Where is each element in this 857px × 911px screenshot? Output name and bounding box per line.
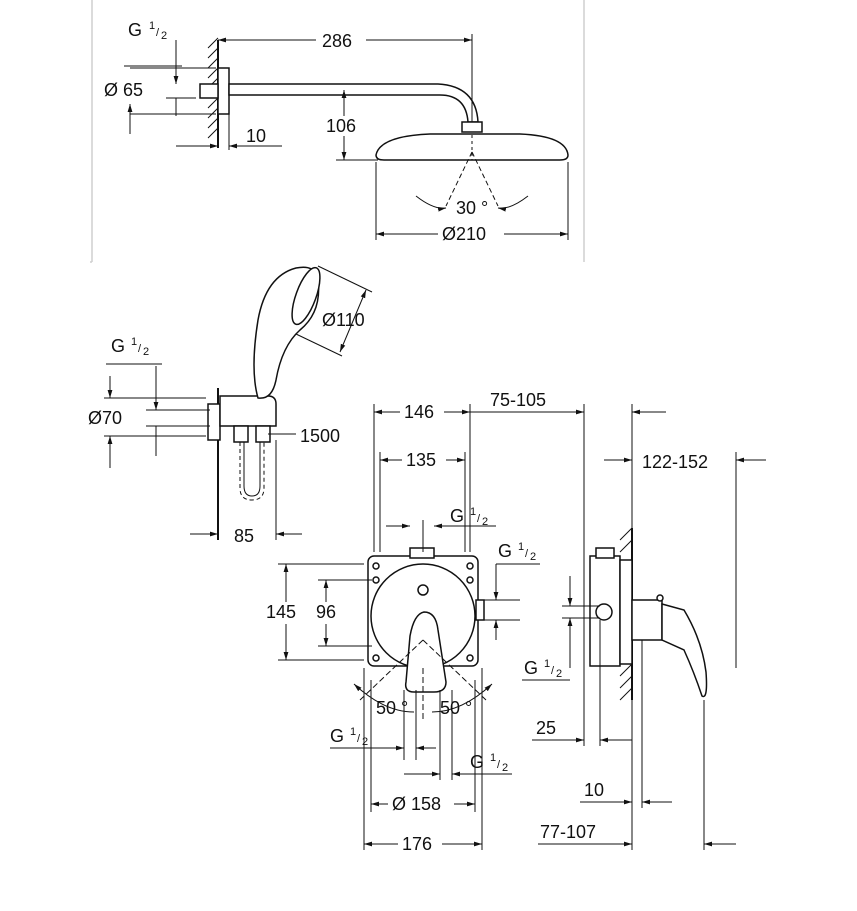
hand-shower-view: Ø110 G 1 / 2 Ø70 1500 85 [88,265,373,546]
dim-body-depth: 25 [536,718,556,738]
svg-text:/: / [156,27,160,39]
svg-text:1: 1 [544,658,550,670]
svg-text:2: 2 [556,668,562,680]
svg-text:/: / [138,343,142,355]
shower-arm-rosette [217,67,230,115]
dim-install-depth: 75-105 [490,390,546,410]
dim-box-width: 146 [404,402,434,422]
dim-total-depth: 77-107 [540,822,596,842]
dim-arm-drop: 106 [326,116,356,136]
dim-inlet-left: G [330,726,344,746]
dim-rosette-diameter: Ø 65 [104,80,143,100]
dim-angle-left: 50 ° [376,698,408,718]
svg-text:2: 2 [143,346,149,358]
dim-box-height: 145 [266,602,296,622]
dim-hand-shower-diameter: Ø110 [322,310,365,330]
svg-text:/: / [357,733,361,745]
dim-projection: 85 [234,526,254,546]
dim-spray-angle: 30 ° [456,198,488,218]
overhead-shower-view: 286 G 1 / 2 Ø 65 10 106 30 ° [90,0,585,263]
mixer-side-lever [661,603,708,698]
dim-inner-height: 96 [316,602,336,622]
dim-outlet-top: G [450,506,464,526]
dim-head-diameter: Ø210 [442,224,486,244]
svg-text:1: 1 [490,752,496,764]
dim-outlet-side: G [498,541,512,561]
svg-text:2: 2 [502,762,508,774]
svg-text:1: 1 [518,541,524,553]
mixer-side-view: 75-105 122-152 G 1 / 2 25 10 77-107 [470,390,766,850]
svg-text:2: 2 [530,551,536,563]
svg-text:1: 1 [350,726,356,738]
svg-text:1: 1 [131,336,137,348]
dim-angle-right: 50 ° [440,698,472,718]
dim-lever-projection: 122-152 [642,452,708,472]
dim-inner-width: 135 [406,450,436,470]
mixer-lever [404,611,447,693]
dim-plate-thickness: 10 [584,780,604,800]
dim-inlet-right: G [470,752,484,772]
svg-text:2: 2 [482,516,488,528]
svg-text:2: 2 [161,30,167,42]
svg-text:1: 1 [470,506,476,518]
dim-arm-length: 286 [322,31,352,51]
mixer-front-view: 146 135 G 1 / 2 G 1 / 2 145 96 [264,402,540,854]
svg-text:/: / [477,513,481,525]
dim-plate-width: 176 [402,834,432,854]
svg-text:/: / [551,665,555,677]
shower-hose [239,442,265,501]
dim-elbow-diameter: Ø70 [88,408,122,428]
svg-text:/: / [525,548,529,560]
dim-connection-overhead: G [128,20,142,40]
svg-text:1: 1 [149,20,155,32]
dim-wall-offset: 10 [246,126,266,146]
wall-outlet-elbow [219,395,277,427]
dim-connection-hand: G [111,336,125,356]
svg-text:/: / [497,759,501,771]
dim-hose-length: 1500 [300,426,340,446]
svg-text:2: 2 [362,736,368,748]
dim-inlet-side: G [524,658,538,678]
dim-plate-diameter: Ø 158 [392,794,441,814]
